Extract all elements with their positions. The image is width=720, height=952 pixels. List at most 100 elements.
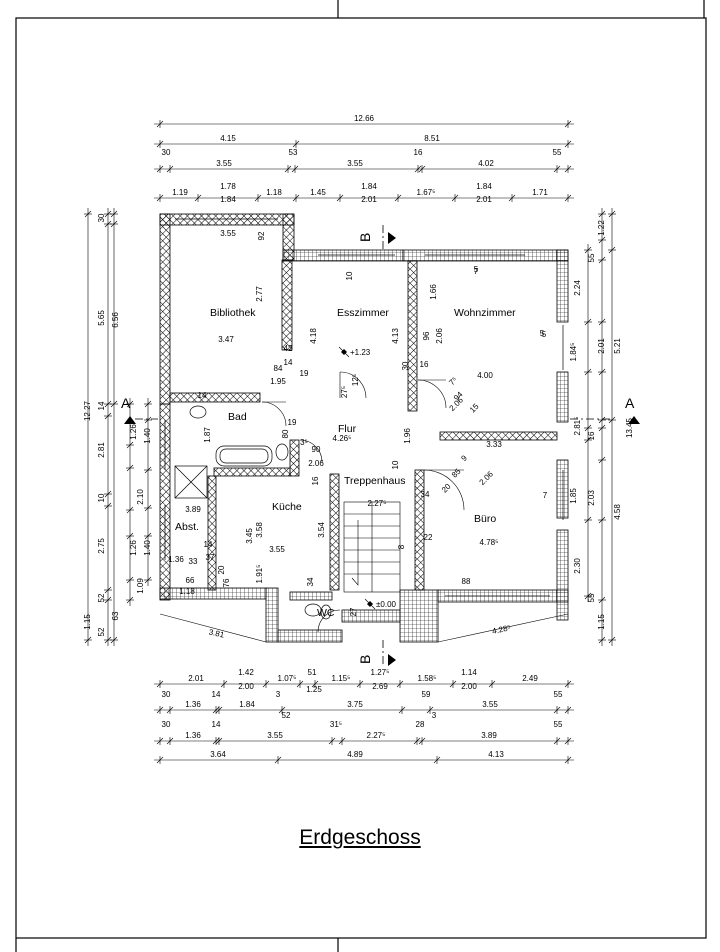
dim-text: 1.84 [239, 700, 255, 709]
dim-text: 4.13 [391, 328, 400, 344]
dim-text: 3.54 [317, 522, 326, 538]
dim-text: 55 [554, 690, 563, 699]
section-arrow-icon [388, 232, 396, 244]
dimension-line [437, 613, 569, 643]
dim-text: 84 [274, 364, 283, 373]
dim-text: 1.96 [403, 428, 412, 444]
dim-text: 1.91⁵ [255, 565, 264, 584]
dim-text: 13.45 [625, 417, 634, 438]
dim-text: 30 [97, 213, 106, 222]
section-mark-a-left: A [121, 395, 131, 411]
dim-text: 51 [308, 668, 317, 677]
room-kueche: Küche [272, 501, 302, 513]
dim-text: 16 [420, 360, 429, 369]
bathtub [215, 445, 273, 467]
dim-text: 2.06 [435, 328, 444, 344]
dim-text: 3.89 [185, 505, 201, 514]
dim-text: 2.75 [97, 538, 106, 554]
dim-text: 6.56 [111, 312, 120, 328]
level-marker-icon [338, 346, 350, 358]
room-abst: Abst. [175, 521, 199, 533]
dim-text: 5 [540, 329, 545, 338]
outer-walls [159, 213, 569, 643]
dim-text: 7 [0, 0, 3, 2]
dim-text: 96 [422, 331, 431, 340]
windows [164, 218, 564, 597]
dim-text: 1.18 [179, 587, 195, 596]
dim-text: 20 [440, 482, 453, 495]
dim-text: 27⁵ [340, 386, 349, 398]
dim-text: 4.18 [309, 328, 318, 344]
dim-text: 2.06 [308, 459, 324, 468]
level-ground: ±0.00 [376, 600, 397, 609]
level-markers: +1.23 ±0.00 [338, 346, 397, 610]
dim-text: 14 [198, 391, 207, 400]
dimension-texts-left: 12.27 1.15 6.56 5.65 30 14 2.81 10 2.75 … [83, 213, 152, 636]
dim-text: 19 [288, 418, 297, 427]
dim-text: 2.01 [476, 195, 492, 204]
dim-text: 2.69 [372, 682, 388, 691]
dim-text: 1.14 [461, 668, 477, 677]
dim-text: 2.00 [238, 682, 254, 691]
dim-text: 3.47 [218, 335, 234, 344]
dim-text: 1.71 [532, 188, 548, 197]
dim-text: 2.10 [136, 489, 145, 505]
dim-text: 20 [217, 565, 226, 574]
dim-text: 12.27 [83, 400, 92, 421]
dim-text: 4.28⁵ [491, 623, 511, 636]
dim-text: 1.27⁵ [371, 668, 390, 677]
dim-text: 7 [543, 491, 548, 500]
dim-text: 30 [401, 361, 410, 370]
dim-text: 34 [421, 490, 430, 499]
dim-text: 52 [97, 593, 106, 602]
dim-text: 1.19 [172, 188, 188, 197]
dim-text: 3.64 [210, 750, 226, 759]
dim-text: 8.51 [424, 134, 440, 143]
drawing-title: Erdgeschoss [299, 826, 421, 849]
dim-text: 2.06 [478, 469, 496, 487]
dim-text: 55 [587, 593, 596, 602]
dim-text: 4.26⁵ [333, 434, 352, 443]
dim-text: 1.45 [310, 188, 326, 197]
dim-text: 30 [162, 690, 171, 699]
dim-text: 52 [97, 627, 106, 636]
dim-text: 63 [111, 611, 120, 620]
dim-text: 90 [312, 445, 321, 454]
dim-text: 14 [204, 540, 213, 549]
dim-text: 1.26 [129, 424, 138, 440]
section-mark-b-top: B [357, 233, 373, 242]
section-markers: A A B B [121, 232, 640, 666]
dim-text: 3.55 [347, 159, 363, 168]
dim-text: 1.42 [238, 668, 254, 677]
dim-text: 52 [282, 711, 291, 720]
dim-text: 1.07⁵ [278, 674, 297, 683]
dim-text: 88 [462, 577, 471, 586]
dim-text: 5 [542, 330, 547, 339]
level-marker-icon [364, 598, 376, 610]
dim-text: 4.00 [477, 371, 493, 380]
level-upper: +1.23 [350, 348, 371, 357]
dim-text: 59 [422, 690, 431, 699]
dim-text: 1.25 [306, 685, 322, 694]
dim-text: 2.01 [597, 338, 606, 354]
dim-text: 1.84 [361, 182, 377, 191]
dim-text: 10 [345, 271, 354, 280]
section-mark-b-bottom: B [357, 655, 373, 664]
room-bibliothek: Bibliothek [210, 307, 256, 319]
dimension-line [159, 613, 267, 643]
dim-text: 3.55 [220, 229, 236, 238]
dim-text: 1.36 [168, 555, 184, 564]
dim-text: 16 [587, 431, 596, 440]
dim-text: 4.78⁵ [480, 538, 499, 547]
dim-text: 1.15 [597, 614, 606, 630]
dim-text: 42 [284, 344, 293, 353]
section-mark-a-right: A [625, 395, 635, 411]
dim-text: 30 [162, 720, 171, 729]
dim-text: 2.24 [573, 280, 582, 296]
dim-text: 10 [97, 493, 106, 502]
section-arrow-icon [388, 654, 396, 666]
dim-text: 3.45 [245, 528, 254, 544]
room-buero: Büro [474, 513, 496, 525]
dimension-lines [84, 120, 616, 764]
dim-text: 4.02 [478, 159, 494, 168]
